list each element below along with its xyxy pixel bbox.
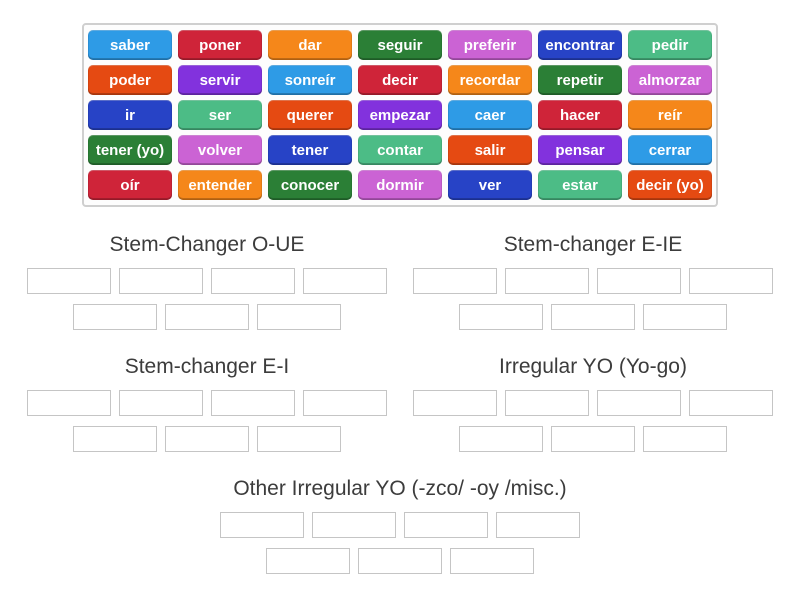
- answer-slot[interactable]: [505, 268, 589, 295]
- word-tile[interactable]: decir (yo): [628, 170, 712, 200]
- word-tile[interactable]: servir: [178, 65, 262, 95]
- word-tile[interactable]: tener: [268, 135, 352, 165]
- answer-slot[interactable]: [551, 426, 635, 453]
- answer-slot[interactable]: [689, 390, 773, 417]
- answer-slot[interactable]: [119, 268, 203, 295]
- answer-slot[interactable]: [27, 268, 111, 295]
- word-tile[interactable]: querer: [268, 100, 352, 130]
- group-title: Other Irregular YO (-zco/ -oy /misc.): [233, 477, 567, 501]
- group-title: Stem-changer E-I: [124, 355, 290, 379]
- slot-row: [14, 268, 400, 295]
- answer-slot[interactable]: [165, 426, 249, 453]
- word-tile[interactable]: reír: [628, 100, 712, 130]
- word-tile[interactable]: salir: [448, 135, 532, 165]
- category-group: Irregular YO (Yo-go): [400, 355, 786, 453]
- slot-row: [400, 390, 786, 417]
- word-tile[interactable]: conocer: [268, 170, 352, 200]
- answer-slot[interactable]: [413, 390, 497, 417]
- word-tile[interactable]: ver: [448, 170, 532, 200]
- answer-slot[interactable]: [689, 268, 773, 295]
- word-tile[interactable]: oír: [88, 170, 172, 200]
- answer-slot[interactable]: [211, 390, 295, 417]
- answer-slot[interactable]: [73, 426, 157, 453]
- word-tile[interactable]: saber: [88, 30, 172, 60]
- slot-row: [400, 426, 786, 453]
- word-tile[interactable]: dormir: [358, 170, 442, 200]
- word-tile[interactable]: hacer: [538, 100, 622, 130]
- category-group: Stem-Changer O-UE: [14, 233, 400, 331]
- answer-slot[interactable]: [551, 304, 635, 331]
- word-tile[interactable]: volver: [178, 135, 262, 165]
- answer-slot[interactable]: [597, 390, 681, 417]
- word-tile[interactable]: estar: [538, 170, 622, 200]
- word-tile[interactable]: ir: [88, 100, 172, 130]
- category-groups: Stem-Changer O-UE Stem-changer E-IE Stem-c…: [8, 233, 792, 575]
- word-tile[interactable]: preferir: [448, 30, 532, 60]
- answer-slot[interactable]: [459, 304, 543, 331]
- slot-row: [400, 268, 786, 295]
- word-tile[interactable]: recordar: [448, 65, 532, 95]
- answer-slot[interactable]: [496, 512, 580, 539]
- answer-slot[interactable]: [27, 390, 111, 417]
- slot-row: [14, 304, 400, 331]
- slot-row: [80, 548, 720, 575]
- word-tile[interactable]: pedir: [628, 30, 712, 60]
- word-tile[interactable]: almorzar: [628, 65, 712, 95]
- answer-slot[interactable]: [165, 304, 249, 331]
- answer-slot[interactable]: [505, 390, 589, 417]
- answer-slot[interactable]: [597, 268, 681, 295]
- word-tile[interactable]: entender: [178, 170, 262, 200]
- category-group: Other Irregular YO (-zco/ -oy /misc.): [80, 477, 720, 575]
- word-tile[interactable]: encontrar: [538, 30, 622, 60]
- answer-slot[interactable]: [303, 390, 387, 417]
- word-tile[interactable]: dar: [268, 30, 352, 60]
- word-tile[interactable]: contar: [358, 135, 442, 165]
- answer-slot[interactable]: [312, 512, 396, 539]
- word-tile[interactable]: cerrar: [628, 135, 712, 165]
- slot-row: [80, 512, 720, 539]
- answer-slot[interactable]: [266, 548, 350, 575]
- answer-slot[interactable]: [119, 390, 203, 417]
- word-tile[interactable]: repetir: [538, 65, 622, 95]
- slot-row: [14, 390, 400, 417]
- word-tile[interactable]: ser: [178, 100, 262, 130]
- word-tile[interactable]: seguir: [358, 30, 442, 60]
- answer-slot[interactable]: [404, 512, 488, 539]
- answer-slot[interactable]: [303, 268, 387, 295]
- answer-slot[interactable]: [257, 304, 341, 331]
- category-group: Stem-changer E-I: [14, 355, 400, 453]
- answer-slot[interactable]: [450, 548, 534, 575]
- group-title: Irregular YO (Yo-go): [499, 355, 687, 379]
- slot-row: [400, 304, 786, 331]
- word-tile[interactable]: poner: [178, 30, 262, 60]
- answer-slot[interactable]: [413, 268, 497, 295]
- answer-slot[interactable]: [257, 426, 341, 453]
- answer-slot[interactable]: [643, 304, 727, 331]
- group-title: Stem-Changer O-UE: [109, 233, 305, 256]
- word-tile[interactable]: tener (yo): [88, 135, 172, 165]
- slot-row: [14, 426, 400, 453]
- answer-slot[interactable]: [643, 426, 727, 453]
- word-tile[interactable]: empezar: [358, 100, 442, 130]
- group-title: Stem-changer E-IE: [503, 233, 683, 256]
- answer-slot[interactable]: [358, 548, 442, 575]
- word-tile[interactable]: poder: [88, 65, 172, 95]
- word-tile[interactable]: decir: [358, 65, 442, 95]
- answer-slot[interactable]: [211, 268, 295, 295]
- answer-slot[interactable]: [220, 512, 304, 539]
- answer-slot[interactable]: [73, 304, 157, 331]
- word-tile[interactable]: caer: [448, 100, 532, 130]
- word-tile[interactable]: pensar: [538, 135, 622, 165]
- category-group: Stem-changer E-IE: [400, 233, 786, 331]
- answer-slot[interactable]: [459, 426, 543, 453]
- word-tile[interactable]: sonreír: [268, 65, 352, 95]
